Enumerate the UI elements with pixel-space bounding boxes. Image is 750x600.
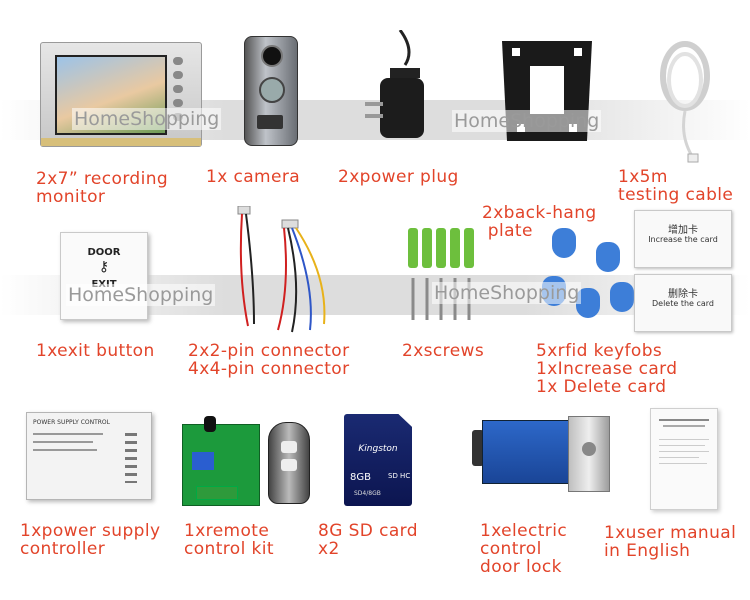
increase-card-text: Increase the card — [648, 235, 718, 244]
increase-card-image: 增加卡 Increase the card — [634, 210, 732, 268]
caption-exit-button: 1xexit button — [36, 341, 155, 361]
increase-card-title: 增加卡 — [668, 225, 698, 236]
delete-card-title: 删除卡 — [668, 289, 698, 300]
exit-button-image: DOOR ⚷ EXIT — [60, 232, 148, 320]
watermark: HomeShopping — [432, 282, 582, 304]
sd-size: 8GB — [350, 472, 371, 483]
sd-brand: Kingston — [358, 444, 398, 454]
psu-title: POWER SUPPLY CONTROL — [33, 419, 110, 426]
key-icon: ⚷ — [98, 259, 110, 275]
caption-screws: 2xscrews — [402, 341, 485, 361]
screws-image — [408, 228, 474, 320]
testing-cable-image — [660, 41, 710, 163]
sd-hc: SD HC — [388, 472, 411, 480]
sd-model: SD4/8GB — [354, 490, 381, 497]
watermark: HomeShopping — [452, 110, 602, 132]
watermark: HomeShopping — [72, 108, 222, 130]
delete-card-text: Delete the card — [651, 299, 715, 308]
watermark: HomeShopping — [66, 284, 216, 306]
power-plug-image — [365, 30, 424, 138]
user-manual-image — [650, 408, 718, 510]
remote-kit-image — [182, 416, 322, 512]
door-lock-image — [472, 416, 612, 492]
keyfob — [596, 242, 620, 272]
delete-card-image: 删除卡 Delete the card — [634, 274, 732, 332]
keyfob — [552, 228, 576, 258]
camera-image — [244, 36, 298, 146]
caption-camera: 1x camera — [206, 167, 301, 187]
remote-fob — [268, 422, 310, 504]
sd-card-image: Kingston 8GB SD HC SD4/8GB — [344, 414, 412, 506]
keyfob — [610, 282, 634, 312]
caption-power-plug: 2xpower plug — [338, 167, 459, 187]
power-supply-image: POWER SUPPLY CONTROL — [26, 412, 152, 500]
caption-back-hang-plate: 2xback-hang plate — [482, 203, 597, 241]
exit-door-label: DOOR — [87, 247, 121, 258]
connectors-image — [237, 206, 326, 333]
monitor-image — [40, 42, 202, 147]
